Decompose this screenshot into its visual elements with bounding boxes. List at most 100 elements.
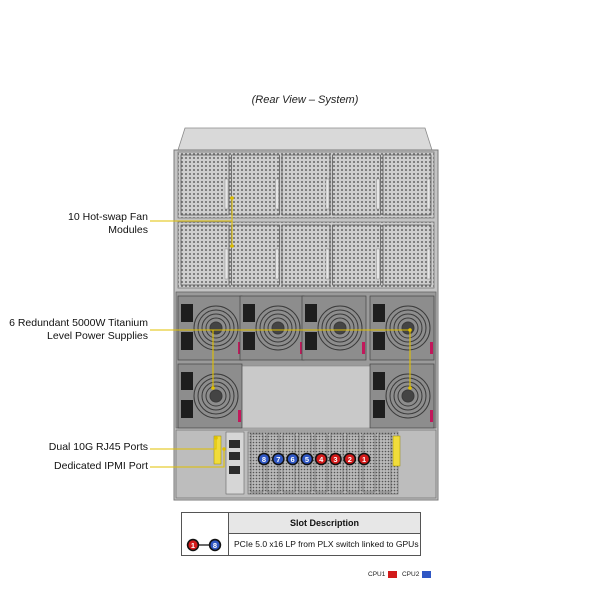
fan-module [231, 154, 280, 216]
psu-fan-ring [197, 377, 235, 415]
psu-power-inlet [305, 332, 317, 350]
fan-module [332, 224, 381, 286]
psu-power-inlet [373, 332, 385, 350]
pcie-slot-number: 8 [262, 455, 266, 464]
psu-fan-ring [393, 313, 423, 343]
callout-endpoint [408, 328, 412, 332]
pcie-slot-marker [273, 454, 284, 464]
fan-module-handle[interactable] [275, 248, 279, 280]
slot-range-cell: 1 8 [182, 534, 228, 555]
psu-fan-ring [389, 377, 427, 415]
psu-release-tab[interactable] [238, 342, 241, 354]
psu-power-inlet [243, 304, 255, 322]
pcie-slot-number: 3 [333, 455, 337, 464]
fan-module-handle[interactable] [325, 248, 330, 280]
psu-fan-ring [397, 385, 419, 407]
callout-line [150, 438, 217, 450]
pcie-slot-marker [259, 454, 269, 464]
fan-module-handle[interactable] [376, 178, 380, 210]
psu-release-tab[interactable] [362, 342, 365, 354]
chassis-top-edge [177, 127, 433, 151]
psu-fan-ring [389, 309, 427, 347]
fan-module-handle[interactable] [426, 248, 431, 280]
fan-module-row-bottom [177, 221, 435, 289]
pcie-slot-marker [302, 454, 312, 464]
slot-range-end: 8 [213, 541, 217, 550]
slot-range-start: 1 [191, 541, 195, 550]
callout-endpoint [214, 436, 218, 440]
pcie-slot-marker [345, 454, 355, 464]
fan-module [180, 154, 230, 216]
callout-line [150, 449, 225, 468]
psu-fan-ring [259, 309, 297, 347]
legend-cpu2-swatch [422, 571, 432, 578]
callout-endpoint [230, 196, 234, 200]
callout-endpoint [230, 244, 234, 248]
callout-psu-line-2: Level Power Supplies [47, 330, 148, 342]
psu-fan-ring [255, 305, 301, 351]
fan-module [180, 224, 230, 286]
callout-fan-line-1: 10 Hot-swap Fan [68, 211, 148, 223]
psu-power-inlet [373, 372, 385, 390]
psu-fan-ring [271, 321, 285, 335]
psu-fan-ring [397, 317, 419, 339]
psu-fan-ring [209, 389, 223, 403]
psu-release-tab[interactable] [238, 410, 241, 422]
callout-endpoint [408, 386, 412, 390]
pcie-slot-number: 4 [319, 455, 324, 464]
fan-module [231, 224, 280, 286]
cpu-legend: CPU1 CPU2 [368, 571, 432, 579]
slot-range-markers: 1 8 [186, 538, 222, 552]
fan-module-row-top [177, 151, 435, 219]
callout-lan-ports: Dual 10G RJ45 Ports [48, 441, 148, 453]
psu-power-inlet [181, 304, 193, 322]
psu-fan-ring [197, 309, 235, 347]
psu-fan-ring [193, 373, 239, 419]
psu-fan-ring [333, 321, 347, 335]
fan-module [382, 224, 432, 286]
psu-release-tab[interactable] [430, 410, 433, 422]
fan-module-handle[interactable] [325, 178, 330, 210]
psu-power-inlet [181, 332, 193, 350]
fan-module-handle[interactable] [376, 248, 380, 280]
fan-module-handle[interactable] [426, 178, 431, 210]
diagram-caption: (Rear View – System) [251, 94, 359, 106]
psu-fan-ring [325, 313, 355, 343]
psu-fan-ring [317, 305, 363, 351]
rj45-port-1 [229, 440, 240, 448]
callout-power-supplies: 6 Redundant 5000W Titanium Level Power S… [0, 317, 148, 343]
fan-module-handle[interactable] [224, 178, 229, 210]
psu-fan-ring [385, 305, 431, 351]
callout-fan-line-2: Modules [108, 224, 148, 236]
psu-fan-ring [193, 305, 239, 351]
callout-psu-line-1: 6 Redundant 5000W Titanium [9, 317, 148, 329]
pcie-slot-number: 1 [362, 455, 366, 464]
psu-fan-ring [329, 317, 351, 339]
rj45-port-2 [229, 452, 240, 460]
fan-module-handle[interactable] [275, 178, 279, 210]
psu-fan-ring [267, 317, 289, 339]
psu-fan-ring [201, 313, 231, 343]
fan-module [281, 154, 331, 216]
psu-power-inlet [305, 304, 317, 322]
legend-cpu1-label: CPU1 [368, 571, 386, 579]
legend-cpu1-swatch [388, 571, 398, 578]
pcie-slot-number: 5 [305, 455, 309, 464]
yellow-latch-right [392, 435, 401, 467]
psu-fan-ring [321, 309, 359, 347]
fan-module-handle[interactable] [224, 248, 229, 280]
pcie-slot-number: 2 [348, 455, 352, 464]
pcie-slot-marker [287, 454, 298, 464]
pcie-slot-marker [359, 454, 369, 464]
psu-fan-ring [201, 381, 231, 411]
callout-fan-modules: 10 Hot-swap Fan Modules [40, 211, 148, 237]
pcie-slot-number: 7 [276, 455, 280, 464]
pcie-slot-number: 6 [291, 455, 295, 464]
psu-release-tab[interactable] [430, 342, 433, 354]
psu-fan-ring [209, 321, 223, 335]
psu-fan-ring [263, 313, 293, 343]
pcie-slot-marker [316, 454, 327, 464]
psu-power-inlet [373, 304, 385, 322]
psu-release-tab[interactable] [300, 342, 303, 354]
